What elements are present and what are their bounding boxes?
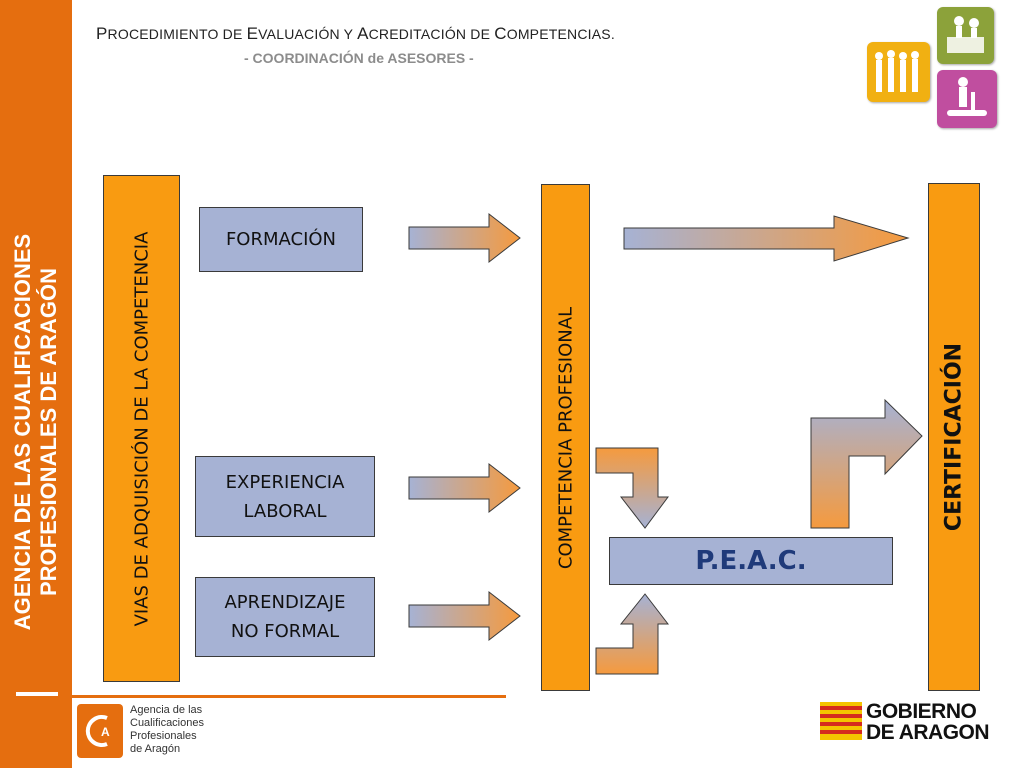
arrow-aprendizaje [408,590,521,642]
workers-icon [937,70,997,128]
agency-logo: A [77,704,123,758]
sidebar-dash [16,692,58,696]
arrow-to-certificacion [623,215,910,262]
sidebar-band: AGENCIA DE LAS CUALIFICACIONES PROFESION… [0,0,72,768]
footer-rule [72,695,506,698]
arrow-experiencia [408,462,521,514]
aragon-flag-icon [820,702,862,740]
competencia-profesional-bar: COMPETENCIA PROFESIONAL [541,184,590,691]
group-people-icon [867,42,930,102]
certificacion-bar: CERTIFICACIÓN [928,183,980,691]
page-subtitle: - COORDINACIÓN de ASESORES - [244,50,474,66]
arrow-into-peac-bottom [595,593,670,675]
speaker-audience-icon [937,7,994,64]
peac-box: P.E.A.C. [609,537,893,585]
gobierno-aragon-logo-text: GOBIERNO DE ARAGON [866,700,990,744]
aprendizaje-no-formal-box: APRENDIZAJE NO FORMAL [195,577,375,657]
formacion-box: FORMACIÓN [199,207,363,272]
arrow-formacion [408,212,521,264]
experiencia-laboral-box: EXPERIENCIA LABORAL [195,456,375,537]
agency-logo-text: Agencia de las Cualificaciones Profesion… [130,704,204,755]
arrow-into-peac-top [595,447,669,529]
svg-text:A: A [101,725,110,739]
arrow-peac-to-certificacion [810,398,923,529]
page-title: PROCEDIMIENTO DE EVALUACIÓN Y ACREDITACI… [96,24,615,43]
vias-adquisicion-bar: VIAS DE ADQUISICIÓN DE LA COMPETENCIA [103,175,180,682]
